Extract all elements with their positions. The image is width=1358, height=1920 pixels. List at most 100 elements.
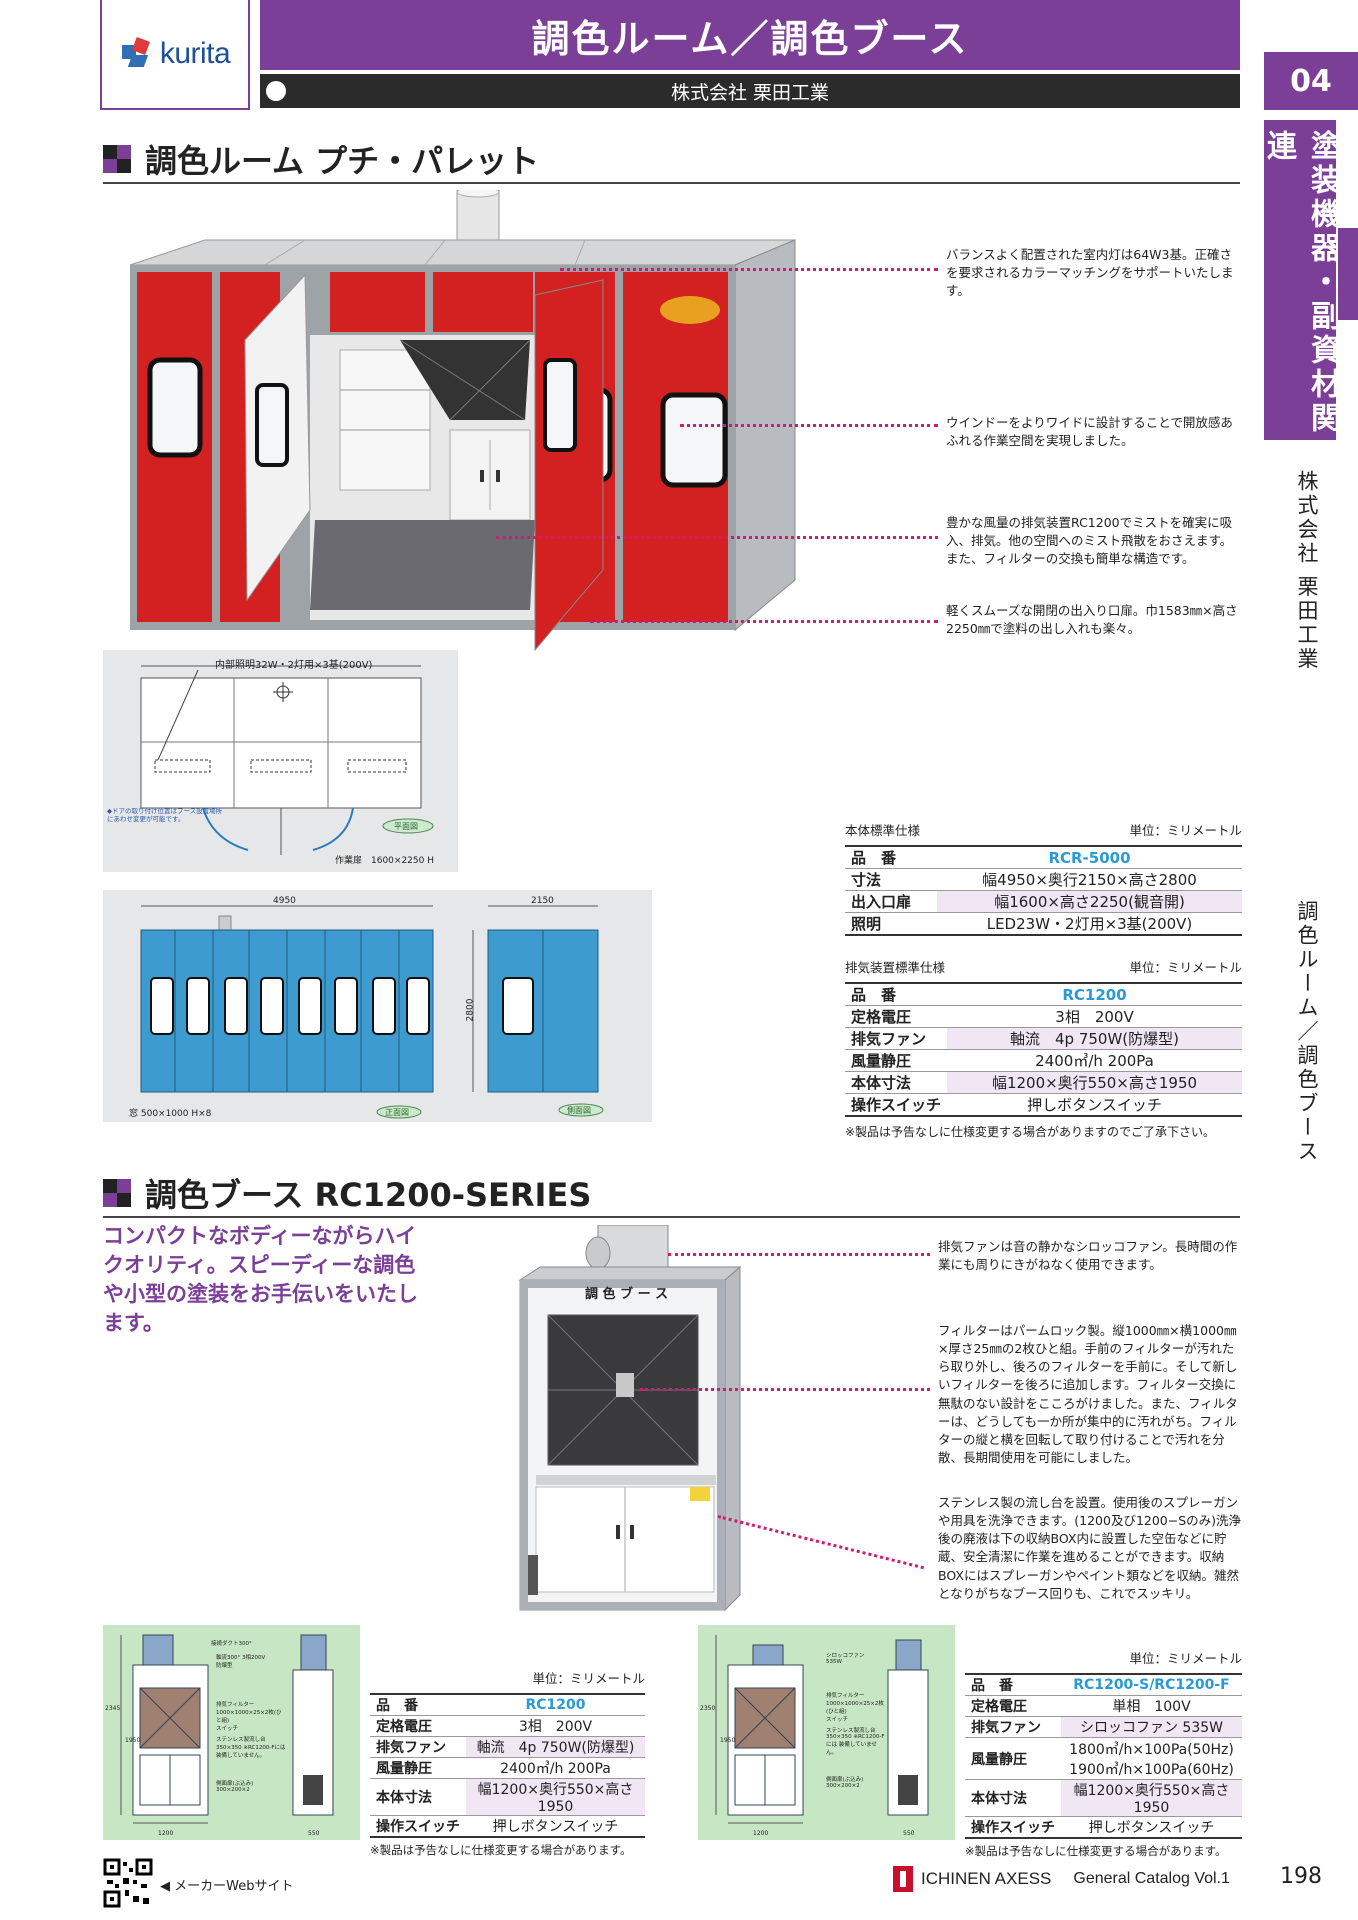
section-heading-room: 調色ルーム プチ・パレット [103, 136, 1240, 184]
section-square-icon [103, 1179, 131, 1207]
sink-label: ステンレス製流し台 350×350 ※RC1200-Fには 装備していません。 [826, 1728, 885, 1756]
spec-key: 定格電圧 [845, 1005, 948, 1028]
exhaust-spec-heading: 排気装置標準仕様 [845, 960, 946, 975]
front-view-label: 正面図 [385, 1108, 409, 1117]
table-row: 本体寸法幅1200×奥行550×高さ1950 [845, 1071, 1242, 1094]
side-view-label: 側面図 [567, 1106, 591, 1115]
table-row: 本体寸法幅1200×奥行550×高さ1950 [370, 1778, 645, 1816]
spec-model: RC1200 [466, 1693, 645, 1716]
spec-key: 本体寸法 [845, 1071, 948, 1094]
dim-depth: 550 [903, 1830, 915, 1837]
booth-promo-text: コンパクトなボディーながらハイクオリティ。スピーディーな調色や小型の塗装をお手伝… [103, 1224, 418, 1335]
spec-note: ※製品は予告なしに仕様変更する場合があります。 [370, 1843, 632, 1857]
spec-model: RCR-5000 [937, 845, 1242, 869]
spec-value: 押しボタンスイッチ [466, 1815, 645, 1838]
color-booth-illustration [518, 1225, 742, 1612]
table-row: 操作スイッチ押しボタンスイッチ [965, 1816, 1242, 1839]
booth-spec-b-unit: 単位：ミリメートル [1129, 1651, 1242, 1666]
spec-key: 照明 [845, 912, 937, 936]
logo-text: kurita [159, 37, 231, 70]
spec-key: 排気ファン [965, 1716, 1061, 1738]
spec-value-airflow: 1800㎥/h×100Pa(50Hz)1900㎥/h×100Pa(60Hz) [1061, 1737, 1242, 1780]
section-title: 調色ルーム プチ・パレット [145, 142, 540, 180]
dim-body-height: 1950 [125, 1737, 141, 1744]
table-row: 排気ファンシロッコファン 535W [965, 1716, 1242, 1738]
spec-value: 幅1200×奥行550×高さ1950 [466, 1778, 645, 1816]
chapter-category: 塗装機器・副資材関連 [1261, 120, 1340, 440]
caption-leader-line [590, 620, 938, 623]
door-size-label: 作業扉 1600×2250 H [335, 856, 434, 866]
caption-leader-line [680, 424, 938, 427]
spec-value: LED23W・2灯用×3基(200V) [937, 912, 1242, 936]
plan-view-label: 平面図 [394, 822, 418, 831]
table-row: 本体寸法幅1200×奥行550×高さ1950 [965, 1779, 1242, 1817]
table-row: 操作スイッチ押しボタンスイッチ [370, 1815, 645, 1838]
brand-name: ICHINEN AXESS [921, 1869, 1052, 1888]
dim-width: 1200 [753, 1830, 769, 1837]
feature-caption-filter: フィルターはパームロック製。縦1000㎜×横1000㎜×厚さ25㎜の2枚ひと組。… [938, 1323, 1238, 1465]
spec-model: RC1200-S/RC1200-F [1061, 1673, 1242, 1696]
spec-key: 定格電圧 [370, 1715, 466, 1737]
spec-value: 単相 100V [1061, 1695, 1242, 1717]
spec-value: 3相 200V [947, 1005, 1242, 1028]
spec-key: 操作スイッチ [370, 1815, 466, 1838]
spec-key: 寸法 [845, 868, 937, 891]
caption-leader-line [668, 1253, 930, 1256]
table-row: 排気ファン軸流 4p 750W(防爆型) [370, 1736, 645, 1758]
caption-leader-line [560, 268, 938, 271]
elevation-drawing-svg [140, 905, 604, 1119]
spec-value: 押しボタンスイッチ [947, 1093, 1242, 1117]
booth-body-label: 調 色 ブ ー ス [585, 1287, 669, 1302]
exhaust-spec-header: 排気装置標準仕様 単位：ミリメートル [845, 957, 1242, 976]
side-door-label: 側面扉(ぶ込み) 300×200×2 [826, 1777, 864, 1789]
feature-caption-exhaust: 豊かな風量の排気装置RC1200でミストを確実に吸入、排気。他の空間へのミスト飛… [946, 515, 1233, 567]
airflow-60hz: 1900㎥/h×100Pa(60Hz) [1069, 1761, 1234, 1778]
color-room-illustration [129, 190, 796, 652]
width-dimension: 4950 [273, 896, 296, 906]
booth-spec-a-header: 単位：ミリメートル [370, 1668, 645, 1687]
spec-value: 押しボタンスイッチ [1061, 1816, 1242, 1839]
side-product-name: 調色ルーム／調色ブース [1295, 900, 1319, 1164]
spec-key: 本体寸法 [965, 1779, 1061, 1817]
room-spec-header: 本体標準仕様 単位：ミリメートル [845, 820, 1242, 839]
maker-name-bar: 株式会社 栗田工業 [260, 74, 1240, 108]
spec-key: 風量静圧 [845, 1049, 948, 1072]
duct-label: 接続ダクト300° [211, 1641, 252, 1647]
spec-value: 軸流 4p 750W(防爆型) [466, 1736, 645, 1758]
spec-value: 2400㎥/h 200Pa [947, 1049, 1242, 1072]
page-number: 198 [1280, 1864, 1322, 1889]
plan-drawing-svg [140, 665, 434, 855]
switch-label: スイッチ [216, 1726, 239, 1732]
spec-value: 2400㎥/h 200Pa [466, 1757, 645, 1779]
spec-key: 品 番 [370, 1693, 466, 1716]
spec-key: 本体寸法 [370, 1778, 466, 1816]
exhaust-spec-unit: 単位：ミリメートル [1129, 960, 1242, 975]
caption-leader-line [496, 536, 938, 539]
side-door-label: 側面扉(ぶ込み) 300×200×2 [216, 1781, 254, 1793]
spec-key: 品 番 [965, 1673, 1061, 1696]
feature-caption-lighting: バランスよく配置された室内灯は64W3基。正確さを要求されるカラーマッチングをサ… [946, 247, 1234, 299]
spec-value: 幅1200×奥行550×高さ1950 [947, 1071, 1242, 1094]
dim-total-height: 2345 [105, 1705, 121, 1712]
table-row: 寸法幅4950×奥行2150×高さ2800 [845, 868, 1242, 891]
dim-total-height: 2350 [700, 1705, 716, 1712]
qr-code-icon[interactable] [103, 1858, 153, 1908]
ichinen-logo-icon [893, 1866, 913, 1892]
elevation-drawing: 4950 2150 2800 窓 500×1000 H×8 正面図 側面図 [103, 890, 652, 1122]
booth-drawing-rc1200-svg [120, 1634, 334, 1824]
spec-key: 排気ファン [845, 1027, 948, 1050]
maker-website-link[interactable]: ◀ メーカーWebサイト [160, 1879, 294, 1894]
room-spec-heading: 本体標準仕様 [845, 823, 921, 838]
section-title: 調色ブース RC1200-SERIES [145, 1176, 592, 1214]
catalog-name: General Catalog Vol.1 [1073, 1870, 1230, 1887]
booth-spec-a-unit: 単位：ミリメートル [532, 1671, 645, 1686]
